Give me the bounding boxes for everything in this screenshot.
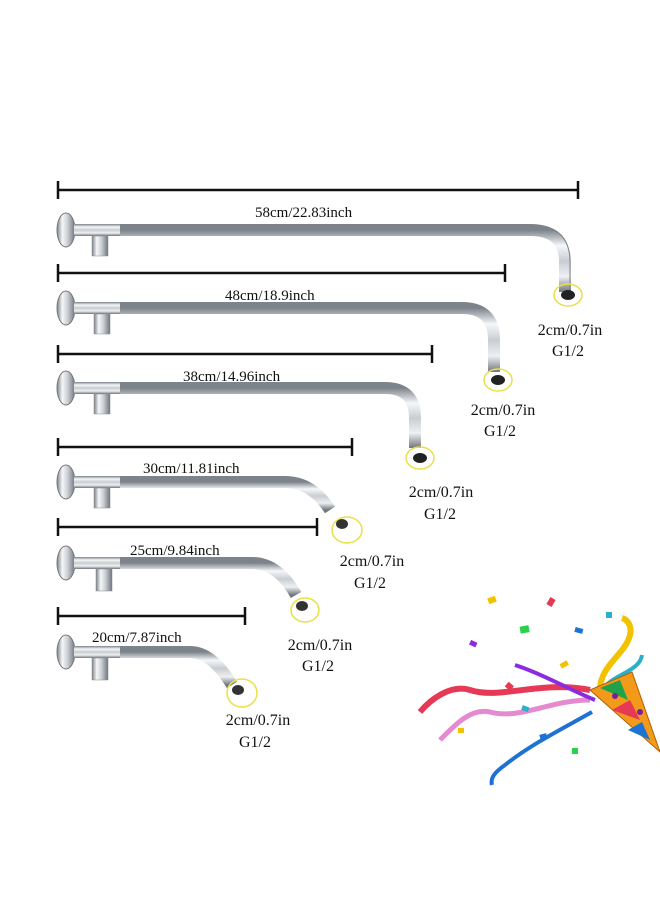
outlet-highlight: [405, 446, 435, 470]
pipe: [120, 302, 500, 372]
dimension-line: [56, 607, 247, 625]
pipe: [120, 476, 336, 514]
thread-label: G1/2: [239, 734, 271, 751]
shower-arm-38cm: 38cm/14.96inch 2cm/0.7in G1/2: [56, 345, 473, 523]
length-label: 30cm/11.81inch: [143, 461, 240, 477]
thread-label: G1/2: [424, 506, 456, 523]
length-label: 58cm/22.83inch: [255, 205, 353, 221]
shower-arm-58cm: 58cm/22.83inch 2cm/0.7in G1/2: [56, 181, 602, 360]
thread-label: G1/2: [354, 575, 386, 592]
size-label: 2cm/0.7in: [409, 484, 473, 501]
wall-flange: [56, 634, 122, 681]
shower-arm-20cm: 20cm/7.87inch 2cm/0.7in G1/2: [56, 607, 290, 751]
thread-label: G1/2: [302, 658, 334, 675]
size-label: 2cm/0.7in: [288, 637, 352, 654]
wall-flange: [56, 370, 122, 415]
dimension-line: [56, 181, 580, 199]
length-label: 38cm/14.96inch: [183, 369, 281, 385]
dimension-line: [56, 518, 319, 536]
wall-flange: [56, 545, 122, 592]
outlet-highlight: [483, 368, 513, 392]
confetti-icon: [458, 595, 612, 754]
wall-flange: [56, 464, 122, 509]
dimension-line: [56, 438, 354, 456]
dimension-line: [56, 345, 434, 363]
thread-label: G1/2: [484, 423, 516, 440]
size-label: 2cm/0.7in: [538, 322, 602, 339]
length-label: 25cm/9.84inch: [130, 543, 220, 559]
thread-label: G1/2: [552, 343, 584, 360]
outlet-highlight: [226, 678, 258, 708]
pipe: [120, 382, 421, 448]
outlet-highlight: [290, 597, 320, 623]
size-label: 2cm/0.7in: [340, 553, 404, 570]
outlet-highlight: [553, 283, 583, 307]
pipe: [120, 557, 302, 599]
shower-arm-48cm: 48cm/18.9inch 2cm/0.7in G1/2: [56, 264, 535, 440]
dimension-line: [56, 264, 507, 282]
shower-arm-30cm: 30cm/11.81inch 2cm/0.7in G1/2: [56, 438, 404, 592]
length-label: 20cm/7.87inch: [92, 630, 182, 646]
length-label: 48cm/18.9inch: [225, 288, 315, 304]
size-label: 2cm/0.7in: [226, 712, 290, 729]
party-popper-icon: [417, 615, 660, 786]
size-label: 2cm/0.7in: [471, 402, 535, 419]
outlet-highlight: [331, 516, 363, 544]
pipe: [120, 224, 571, 292]
pipe: [120, 646, 238, 689]
wall-flange: [56, 212, 122, 257]
wall-flange: [56, 290, 122, 335]
shower-arm-25cm: 25cm/9.84inch 2cm/0.7in G1/2: [56, 518, 352, 675]
